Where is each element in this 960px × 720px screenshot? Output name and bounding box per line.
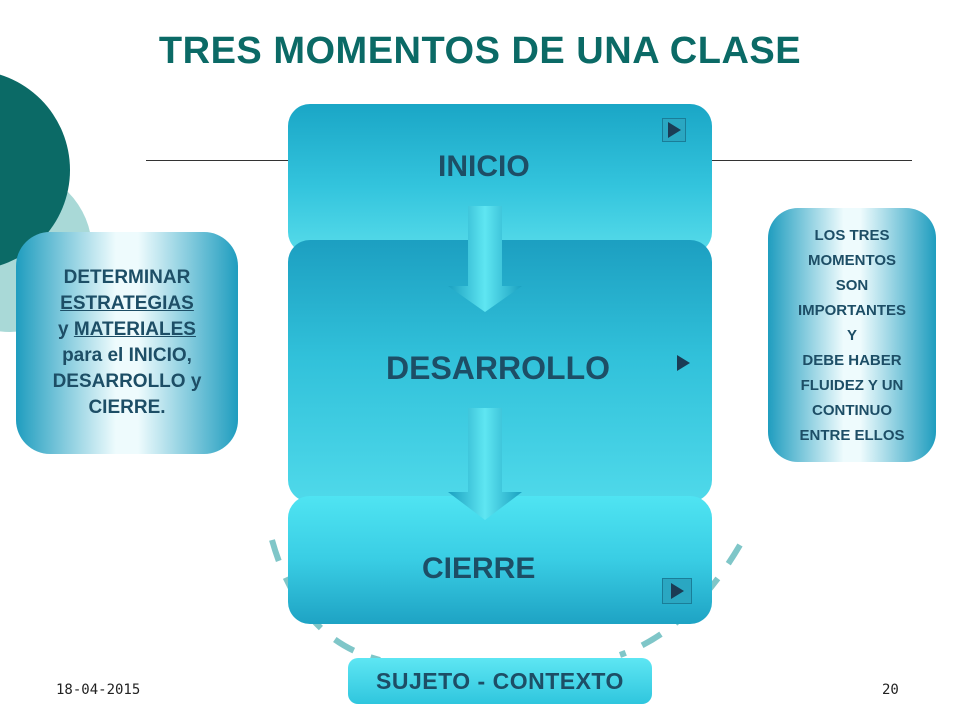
- left-note-underlined: MATERIALES: [73, 319, 196, 340]
- play-button-cierre[interactable]: [662, 578, 692, 604]
- right-note-line: FLUIDEZ Y UN: [800, 376, 904, 394]
- play-icon: [676, 355, 690, 371]
- stage-label-inicio: INICIO: [438, 150, 530, 183]
- right-note-line: Y: [846, 326, 857, 344]
- subject-context-box: SUJETO - CONTEXTO: [348, 658, 652, 704]
- play-icon: [667, 122, 681, 138]
- arrow-down-icon: [448, 206, 522, 312]
- deco-circle-dark: [0, 74, 70, 266]
- page-title: TRES MOMENTOS DE UNA CLASE: [158, 30, 802, 72]
- right-note-line: ENTRE ELLOS: [799, 426, 905, 444]
- stage-label-desarrollo: DESARROLLO: [386, 350, 610, 386]
- left-note-line: ESTRATEGIAS: [60, 293, 194, 314]
- left-note-line: DETERMINAR: [63, 267, 191, 288]
- left-note-box: DETERMINAR ESTRATEGIAS y MATERIALES para…: [16, 232, 238, 454]
- right-note-line: MOMENTOS: [807, 251, 897, 269]
- right-note-line: LOS TRES: [814, 226, 890, 244]
- right-note-line: CONTINUO: [812, 401, 892, 419]
- play-button-desarrollo[interactable]: [672, 352, 694, 374]
- title-rule-right: [712, 160, 912, 161]
- right-note-line: SON: [835, 276, 869, 294]
- slide-page-number: 20: [882, 682, 899, 698]
- stage-box-cierre: [288, 496, 712, 624]
- title-rule-left: [146, 160, 290, 161]
- play-icon: [670, 583, 684, 599]
- left-note-line: DESARROLLO y: [52, 371, 202, 392]
- play-button-inicio[interactable]: [662, 118, 686, 142]
- left-note-line: y MATERIALES: [58, 317, 196, 343]
- slide-date: 18-04-2015: [56, 682, 141, 698]
- right-note-line: DEBE HABER: [802, 351, 902, 369]
- left-note-line: CIERRE.: [88, 397, 166, 418]
- left-note-prefix: y: [58, 319, 74, 340]
- right-note-line: IMPORTANTES: [797, 301, 907, 319]
- arrow-down-icon: [448, 408, 522, 520]
- stage-label-cierre: CIERRE: [422, 552, 536, 585]
- right-note-box: LOS TRES MOMENTOS SON IMPORTANTES Y DEBE…: [768, 208, 936, 462]
- left-note-line: para el INICIO,: [62, 345, 192, 366]
